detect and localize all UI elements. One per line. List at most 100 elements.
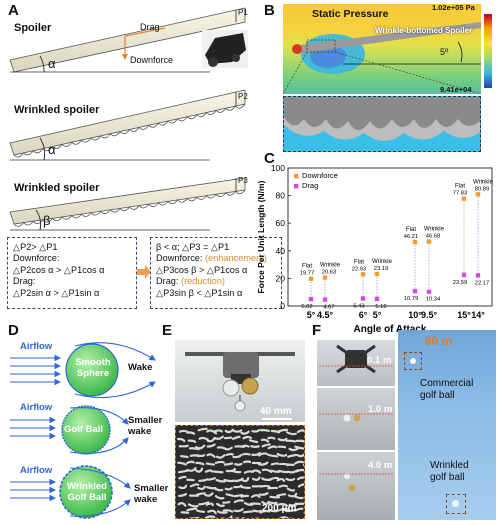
maze-ridge xyxy=(187,433,194,434)
maze-ridge xyxy=(224,517,232,519)
equation-box-wrinkled: △P2> △P1 Downforce: △P2cos α > △P1cos α … xyxy=(7,237,137,309)
maze-ridge xyxy=(208,445,215,447)
x-tick-label: 5° xyxy=(373,310,382,320)
maze-ridge xyxy=(287,464,294,465)
spoiler-label: Wrinkle-bottomed Spoiler xyxy=(375,26,472,35)
maze-ridge xyxy=(179,494,186,496)
maze-ridge xyxy=(207,454,214,456)
maze-ridge xyxy=(269,447,277,449)
maze-ridge xyxy=(261,486,269,487)
y-axis-label: Force Per Unit Length (N/m) xyxy=(256,180,266,293)
pressure-min-label: 9.41e+04 xyxy=(440,85,472,94)
y-tick-label: 80 xyxy=(276,191,286,201)
maze-ridge xyxy=(241,446,248,447)
maze-ridge xyxy=(253,471,260,473)
maze-ridge xyxy=(268,455,277,456)
data-label: 22.93 xyxy=(352,266,367,272)
height-label-1m: 1.0 m xyxy=(368,404,392,415)
y-tick-label: 20 xyxy=(276,273,286,283)
maze-ridge xyxy=(298,477,304,479)
eq1-line1: △P2> △P1 xyxy=(13,242,131,253)
maze-ridge xyxy=(235,464,241,465)
data-label: 46.68 xyxy=(426,234,441,240)
maze-ridge xyxy=(187,462,193,463)
commercial-ball-marker xyxy=(404,352,422,370)
maze-ridge xyxy=(214,471,222,472)
maze-ridge xyxy=(252,430,258,431)
data-label: 4.67 xyxy=(323,305,334,311)
maze-ridge xyxy=(279,430,287,431)
legend-label: Drag xyxy=(302,181,318,190)
alpha-label-2: α xyxy=(48,142,56,157)
zoom-pressure-image xyxy=(283,96,481,152)
maze-ridge xyxy=(234,486,241,487)
legend-label: Downforce xyxy=(302,171,338,180)
x-tick-label: 6° xyxy=(359,310,368,320)
maze-ridge xyxy=(227,454,233,455)
eq1-line2: Downforce: xyxy=(13,253,131,264)
eq1-line5: △P2sin α > △P1sin α xyxy=(13,288,131,299)
maze-ridge xyxy=(233,471,241,472)
data-label: 22.59 xyxy=(453,280,468,286)
maze-ridge xyxy=(233,437,239,439)
data-point-downforce xyxy=(462,196,466,200)
zoom-wrinkle-surface xyxy=(284,97,481,152)
eq2-reduction: (reduction) xyxy=(181,276,225,286)
maze-ridge xyxy=(190,518,199,519)
data-point-drag xyxy=(462,273,466,277)
wrinkled-spoiler-plate xyxy=(10,90,245,155)
data-label: 23.19 xyxy=(374,266,389,272)
beta-label: β xyxy=(43,213,50,228)
data-point-downforce xyxy=(476,192,480,196)
maze-ridge xyxy=(218,511,227,512)
x-tick-label: 14° xyxy=(471,310,485,320)
wrinkled-ball-icon xyxy=(452,500,459,507)
data-point-downforce xyxy=(375,272,379,276)
pressure-colorbar xyxy=(484,14,492,88)
data-point-downforce xyxy=(413,240,417,244)
maze-ridge xyxy=(187,509,196,510)
maze-ridge xyxy=(196,446,204,449)
maze-ridge xyxy=(271,497,279,498)
maze-ridge xyxy=(226,430,233,432)
data-point-drag xyxy=(413,289,417,293)
maze-ridge xyxy=(178,439,184,441)
maze-ridge xyxy=(277,494,285,496)
maze-ridge xyxy=(287,432,296,434)
maze-ridge xyxy=(233,455,241,457)
maze-ridge xyxy=(235,509,243,511)
data-point-drag xyxy=(375,297,379,301)
maze-ridge xyxy=(196,463,203,464)
maze-ridge xyxy=(271,471,279,472)
maze-ridge xyxy=(299,484,305,486)
maze-ridge xyxy=(280,517,288,519)
maze-ridge xyxy=(214,488,222,490)
height-label-60m: 60 m xyxy=(425,334,452,348)
maze-ridge xyxy=(268,438,274,439)
data-point-downforce xyxy=(361,272,365,276)
maze-ridge xyxy=(295,462,303,464)
maze-ridge xyxy=(295,497,302,498)
maze-ridge xyxy=(225,438,231,439)
data-point-drag xyxy=(427,290,431,294)
maze-ridge xyxy=(217,504,224,506)
maze-ridge xyxy=(189,441,195,442)
maze-ridge xyxy=(180,431,187,432)
maze-ridge xyxy=(262,440,268,442)
group-label: Wrinkle xyxy=(372,259,393,265)
pressure-max-label: 1.02e+05 Pa xyxy=(432,3,475,12)
group-label: Wrinkle xyxy=(473,179,494,185)
smaller-wake-label-1: Smaller wake xyxy=(128,415,162,437)
maze-ridge xyxy=(272,463,279,464)
maze-ridge xyxy=(205,516,214,518)
p1-label: P1 xyxy=(238,8,248,17)
maze-ridge xyxy=(180,446,188,447)
panel-f-label: F xyxy=(312,322,321,339)
maze-ridge xyxy=(224,510,233,511)
maze-ridge xyxy=(179,503,186,506)
downforce-label: Downforce xyxy=(130,55,173,65)
maze-ridge xyxy=(198,487,205,489)
maze-ridge xyxy=(243,518,252,519)
data-point-downforce xyxy=(323,275,327,279)
